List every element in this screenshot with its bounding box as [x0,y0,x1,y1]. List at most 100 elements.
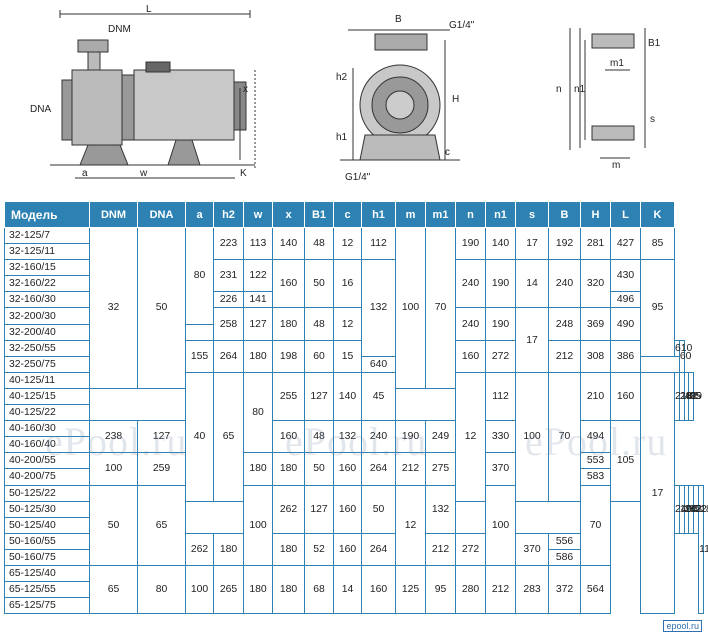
label-h1: h1 [336,132,348,143]
model-cell: 32-200/40 [4,323,90,341]
value-cell: 212 [395,452,426,486]
value-cell: 65 [213,371,244,502]
pump-side-view [50,10,256,179]
value-cell: 132 [361,259,396,357]
value-cell: 386 [610,339,641,373]
value-cell: 16 [333,259,362,309]
value-cell: 48 [304,420,334,454]
header-dna: DNA [137,201,186,228]
value-cell: 160 [333,484,362,534]
value-cell: 65 [89,564,138,615]
value-cell: 192 [548,226,581,261]
value-cell: 369 [580,307,611,341]
value-cell: 50 [304,259,334,309]
label-H: H [452,94,459,105]
value-cell: 518 [693,484,708,534]
value-cell: 160 [333,532,362,566]
value-cell: 52 [304,532,334,566]
value-cell: 68 [304,564,334,615]
label-G-top: G1/4" [449,20,475,31]
value-cell: 17 [640,371,675,615]
value-cell: 180 [243,564,273,615]
value-cell: 32 [89,227,138,389]
value-cell: 427 [610,226,641,261]
value-cell: 132 [425,484,456,534]
header-n1: n1 [485,201,516,228]
value-cell: 60 [304,339,334,373]
value-cell: 272 [455,532,486,566]
header-s: s [515,201,549,228]
value-cell: 80 [137,564,186,615]
value-cell: 281 [580,226,611,261]
model-cell: 32-160/15 [4,259,90,277]
value-cell: 190 [455,226,486,261]
value-cell: 100 [89,452,138,486]
value-cell: 190 [485,307,516,341]
model-cell: 32-125/11 [4,243,90,261]
value-cell: 264 [213,339,244,373]
value-cell: 127 [243,307,273,341]
site-logo: epool.ru [663,620,702,632]
label-n: n [556,84,562,95]
value-cell: 248 [548,307,581,341]
value-cell: 556 [548,532,581,550]
value-cell: 100 [515,371,549,502]
value-cell: 275 [425,452,456,486]
value-cell: 212 [425,532,456,566]
value-cell: 262 [272,484,305,534]
value-cell: 255 [272,371,305,422]
value-cell: 141 [243,291,273,309]
value-cell: 272 [485,339,516,373]
value-cell: 140 [485,226,516,261]
label-n1: n1 [574,84,586,95]
value-cell: 180 [272,532,305,566]
value-cell: 190 [485,259,516,309]
value-cell: 586 [548,548,581,566]
value-cell: 553 [580,452,611,470]
model-cell: 32-250/55 [4,339,90,357]
value-cell: 140 [272,226,305,261]
value-cell: 50 [89,484,138,566]
value-cell: 85 [640,226,675,261]
value-cell: 198 [272,339,305,373]
header-model: Модель [4,201,90,228]
value-cell: 223 [213,226,244,261]
value-cell: 370 [515,532,549,566]
value-cell: 110 [698,484,708,615]
value-cell: 17 [515,307,549,373]
value-cell: 240 [361,420,396,454]
header-l: L [610,201,641,228]
value-cell: 100 [185,564,214,615]
header-h1: h1 [361,201,396,228]
label-a: a [82,168,88,179]
value-cell: 113 [243,226,273,261]
value-cell: 105 [610,420,641,502]
value-cell: 564 [580,564,611,615]
value-cell: 95 [425,564,456,615]
model-cell: 40-160/30 [4,420,90,438]
value-cell: 180 [243,452,273,486]
value-cell: 160 [272,259,305,309]
value-cell: 48 [304,307,334,341]
header-a: a [185,201,214,228]
label-w: w [139,168,148,179]
label-h2: h2 [336,72,348,83]
value-cell: 132 [333,420,362,454]
value-cell: 372 [548,564,581,615]
value-cell: 160 [455,339,486,373]
label-G-bottom: G1/4" [345,172,371,183]
label-m1: m1 [610,58,624,69]
value-cell: 180 [272,452,305,486]
value-cell: 190 [395,420,426,454]
header-x: x [272,201,305,228]
model-cell: 50-125/22 [4,484,90,502]
